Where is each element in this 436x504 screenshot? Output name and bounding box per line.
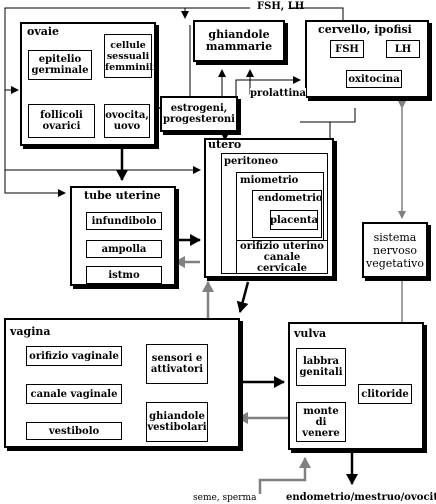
- cervello-ipofisi-box: [305, 20, 429, 98]
- peritoneo-label: peritoneo: [224, 156, 279, 167]
- ghiandole-mammarie-box: ghiandole mammarie: [193, 20, 285, 62]
- monte-di-venere-box: monte di venere: [296, 402, 346, 442]
- oxitocina-label: oxitocina: [348, 73, 400, 85]
- follicoli-ovarici-label: follicoli ovarici: [40, 110, 83, 132]
- vulva-label: vulva: [294, 327, 327, 340]
- monte-di-venere-label: monte di venere: [302, 405, 340, 439]
- orifizio-vaginale-box: orifizio vaginale: [26, 346, 122, 366]
- estrogeni-label: estrogeni, progesteroni: [163, 103, 235, 125]
- fsh-lh-line: [290, 7, 344, 20]
- clitoride-label: clitoride: [361, 388, 409, 400]
- vestibolo-label: vestibolo: [48, 425, 100, 437]
- infundibolo-box: infundibolo: [86, 212, 162, 230]
- clitoride-box: clitoride: [358, 384, 412, 404]
- epitelio-germinale-box: epitelio germinale: [28, 50, 92, 80]
- vestibolo-box: vestibolo: [26, 422, 122, 440]
- fsh-box: FSH: [330, 40, 364, 58]
- epitelio-germinale-label: epitelio germinale: [31, 54, 89, 76]
- tube-uterine-label: tube uterine: [84, 189, 161, 202]
- istmo-box: istmo: [86, 266, 162, 284]
- seme-sperma-label: seme, sperma: [193, 493, 257, 503]
- ovocita-uovo-box: ovocita, uovo: [104, 104, 150, 138]
- fsh-lh-label: FSH, LH: [257, 1, 305, 12]
- placenta-label: placenta: [269, 214, 319, 226]
- cellule-sessuali-label: cellule sessuali femminili: [105, 39, 157, 73]
- sensori-box: sensori e attivatori: [146, 344, 208, 384]
- ovocita-uovo-label: ovocita, uovo: [105, 110, 149, 132]
- ghiandole-vestibolari-label: ghiandole vestibolari: [147, 411, 207, 433]
- follicoli-ovarici-box: follicoli ovarici: [28, 104, 95, 138]
- endometrio-label: endometrio: [258, 193, 323, 204]
- cellule-sessuali-box: cellule sessuali femminili: [104, 34, 157, 78]
- ampolla-label: ampolla: [101, 243, 147, 255]
- ovaie-label: ovaie: [27, 25, 60, 38]
- lh-label: LH: [394, 43, 412, 55]
- endometrio-out-label: endometrio/mestruo/ovociti: [286, 492, 436, 503]
- canale-vaginale-label: canale vaginale: [30, 388, 118, 400]
- sistema-nervoso-box: sistema nervoso vegetativo: [362, 222, 428, 278]
- miometrio-label: miometrio: [240, 175, 299, 186]
- sistema-nervoso-label: sistema nervoso vegetativo: [365, 230, 425, 270]
- vagina-label: vagina: [10, 325, 51, 338]
- prolattina-label: prolattina: [250, 88, 306, 99]
- fsh-label: FSH: [335, 43, 359, 55]
- labbra-genitali-box: labbra genitali: [296, 348, 346, 386]
- oxitocina-box: oxitocina: [346, 70, 402, 88]
- cervello-ipofisi-label: cervello, ipofisi: [318, 23, 412, 36]
- labbra-genitali-label: labbra genitali: [299, 356, 343, 378]
- placenta-box: placenta: [270, 210, 318, 230]
- ampolla-box: ampolla: [86, 240, 162, 258]
- lh-box: LH: [386, 40, 420, 58]
- ghiandole-mammarie-label: ghiandole mammarie: [205, 28, 273, 53]
- orifizio-vaginale-label: orifizio vaginale: [29, 350, 119, 362]
- istmo-label: istmo: [108, 269, 140, 281]
- orifizio-uterino-label: orifizio uterino canale cervicale: [240, 240, 324, 274]
- utero-label: utero: [208, 138, 242, 151]
- ghiandole-vestibolari-box: ghiandole vestibolari: [146, 402, 208, 442]
- canale-vaginale-box: canale vaginale: [26, 384, 122, 404]
- estrogeni-box: estrogeni, progesteroni: [160, 96, 238, 132]
- sensori-label: sensori e attivatori: [150, 353, 204, 375]
- orifizio-uterino-box: orifizio uterino canale cervicale: [236, 240, 328, 274]
- infundibolo-label: infundibolo: [91, 215, 157, 227]
